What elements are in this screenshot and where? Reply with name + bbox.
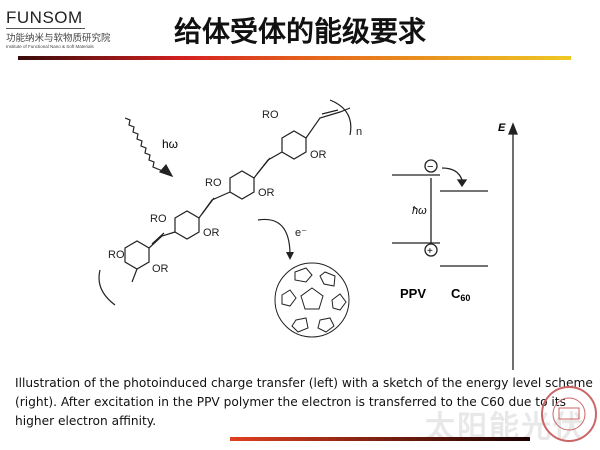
c60-fullerene xyxy=(274,262,350,338)
ro-label: RO xyxy=(150,213,167,225)
ppv-molecule xyxy=(98,99,352,306)
minus-sign: − xyxy=(427,161,433,173)
electron-label: e⁻ xyxy=(295,227,307,239)
photon-arrow xyxy=(124,117,174,178)
diagram: hω RO OR RO OR RO OR RO OR n e⁻ E − + ħω… xyxy=(98,99,518,370)
logo-cn: 功能纳米与软物质研究院 xyxy=(6,33,111,44)
energy-diagram xyxy=(392,122,518,370)
ro-label: RO xyxy=(262,109,279,121)
footer-divider xyxy=(230,437,530,441)
logo-en: Institute of Functional Nano & Soft Mate… xyxy=(6,44,94,49)
slide-title: 给体受体的能级要求 xyxy=(173,15,426,48)
plus-sign: + xyxy=(427,246,433,257)
institute-logo: FUNSOM 功能纳米与软物质研究院 Institute of Function… xyxy=(6,8,111,49)
ro-label: RO xyxy=(205,177,222,189)
or-label: OR xyxy=(310,149,327,161)
or-label: OR xyxy=(152,263,169,275)
arrow-head xyxy=(286,252,294,260)
transfer-arrow xyxy=(257,218,291,256)
header-divider xyxy=(18,56,571,60)
caption: Illustration of the photoinduced charge … xyxy=(15,376,593,428)
c60-label: C60 xyxy=(451,286,470,303)
photon-label: hω xyxy=(162,137,178,151)
ppv-label: PPV xyxy=(400,286,426,301)
or-label: OR xyxy=(258,187,275,199)
or-label: OR xyxy=(203,227,220,239)
ro-label: RO xyxy=(108,249,125,261)
energy-axis-label: E xyxy=(498,122,506,134)
hbar-omega-label: ħω xyxy=(412,205,427,217)
seal-stamp xyxy=(541,386,597,442)
repeat-n: n xyxy=(356,126,362,138)
logo-name: FUNSOM xyxy=(6,8,85,29)
